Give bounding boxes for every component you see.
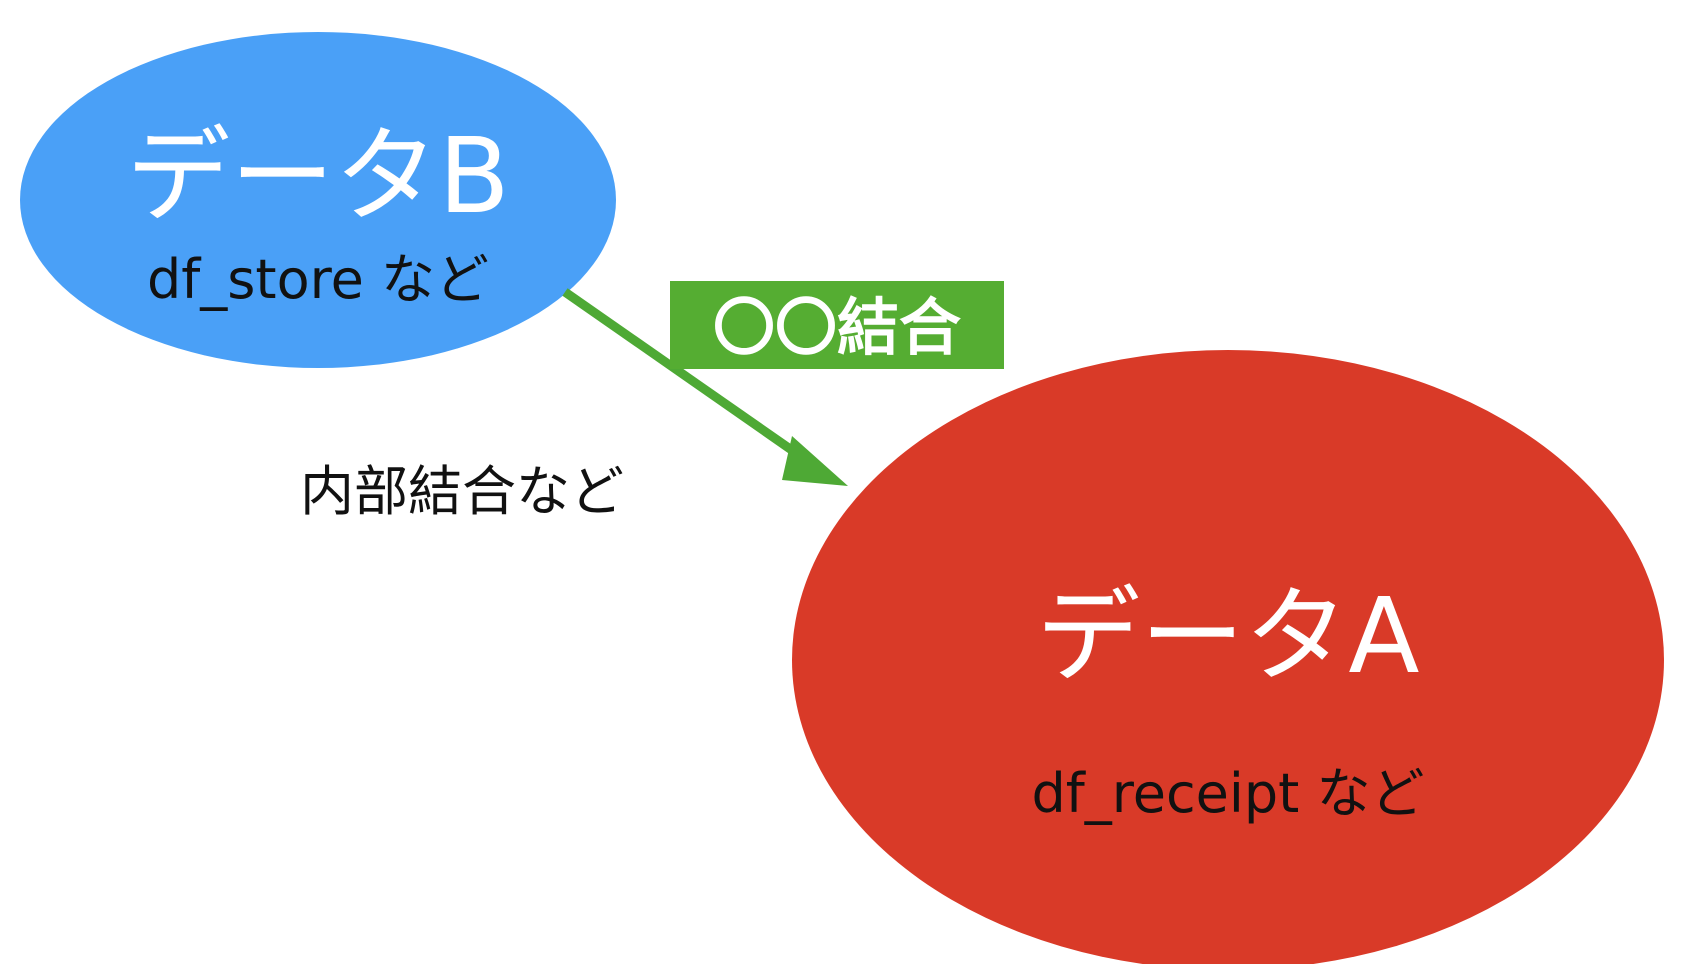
node-data-a: データA df_receipt など bbox=[792, 350, 1664, 964]
node-data-a-title: データA bbox=[1036, 575, 1419, 697]
join-type-label: 〇〇結合 bbox=[670, 281, 1004, 369]
node-data-b-ellipse bbox=[20, 32, 616, 368]
node-data-a-ellipse bbox=[792, 350, 1664, 964]
join-note: 内部結合など bbox=[300, 460, 624, 523]
join-type-label-bg bbox=[670, 281, 1004, 369]
join-arrow-line bbox=[562, 288, 809, 464]
join-arrow bbox=[562, 288, 848, 486]
node-data-b-subtitle: df_store など bbox=[147, 248, 489, 311]
join-arrow-head bbox=[782, 436, 848, 486]
node-data-a-subtitle: df_receipt など bbox=[1031, 762, 1424, 825]
node-data-b-title: データB bbox=[126, 115, 509, 237]
join-type-label-text: 〇〇結合 bbox=[713, 291, 961, 364]
node-data-b: データB df_store など bbox=[20, 32, 616, 368]
